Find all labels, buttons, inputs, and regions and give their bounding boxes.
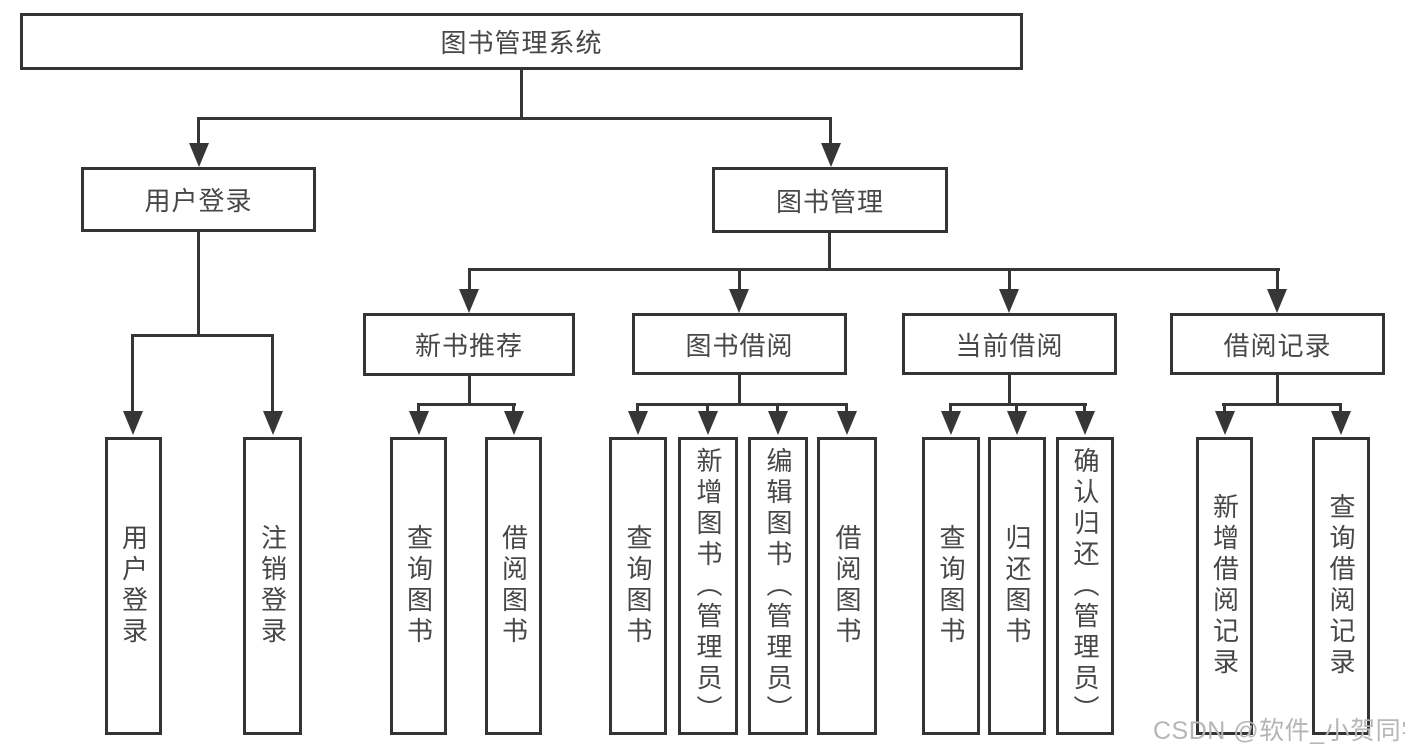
- leaf-label: 编辑图书（管理员）: [763, 446, 793, 726]
- arrow-down-icon: [263, 411, 283, 435]
- arrow-down-icon: [729, 289, 749, 313]
- connector-line: [1276, 375, 1279, 405]
- leaf-label: 注销登录: [257, 524, 288, 648]
- connector-line: [828, 233, 831, 270]
- leaf-query-borrow-record: 查询借阅记录: [1312, 437, 1370, 735]
- leaf-return-book: 归还图书: [988, 437, 1046, 735]
- arrow-down-icon: [941, 411, 961, 435]
- connector-line: [776, 405, 779, 413]
- leaf-confirm-return-admin: 确认归还（管理员）: [1056, 437, 1114, 735]
- connector-line: [131, 336, 134, 412]
- arrow-down-icon: [999, 289, 1019, 313]
- connector-line: [1008, 375, 1011, 405]
- arrow-down-icon: [821, 143, 841, 167]
- arrow-down-icon: [698, 411, 718, 435]
- arrow-down-icon: [768, 411, 788, 435]
- connector-line: [738, 375, 741, 405]
- leaf-label: 借阅图书: [498, 524, 529, 648]
- arrow-down-icon: [1267, 289, 1287, 313]
- connector-line: [468, 270, 471, 290]
- connector-line: [949, 405, 952, 413]
- node-label: 图书管理系统: [440, 28, 603, 58]
- node-label: 图书借阅: [685, 330, 794, 361]
- connector-line: [512, 405, 515, 413]
- leaf-label: 查询图书: [403, 524, 434, 648]
- arrow-down-icon: [1215, 411, 1235, 435]
- leaf-query-books-borrowing: 查询图书: [609, 437, 667, 735]
- connector-line: [197, 232, 200, 336]
- csdn-watermark: CSDN @软件_小贺同学: [1153, 717, 1405, 745]
- connector-line: [417, 405, 420, 413]
- connector-line: [1015, 405, 1018, 413]
- node-user-login: 用户登录: [81, 167, 316, 232]
- node-label: 借阅记录: [1223, 330, 1332, 361]
- connector-line: [417, 403, 516, 406]
- leaf-borrow-books: 借阅图书: [817, 437, 877, 735]
- connector-line: [197, 117, 832, 120]
- connector-line: [520, 70, 523, 119]
- connector-line: [468, 375, 471, 405]
- leaf-label: 新增图书（管理员）: [693, 446, 723, 726]
- leaf-label: 新增借阅记录: [1209, 493, 1240, 679]
- leaf-logout: 注销登录: [243, 437, 302, 735]
- connector-line: [636, 405, 639, 413]
- connector-line: [271, 336, 274, 412]
- arrow-down-icon: [409, 411, 429, 435]
- arrow-down-icon: [123, 411, 143, 435]
- leaf-borrow-books-recommend: 借阅图书: [485, 437, 542, 735]
- connector-line: [706, 405, 709, 413]
- connector-line: [1222, 403, 1342, 406]
- arrow-down-icon: [837, 411, 857, 435]
- arrow-down-icon: [1075, 411, 1095, 435]
- arrow-down-icon: [1331, 411, 1351, 435]
- connector-line: [1339, 405, 1342, 413]
- connector-line: [197, 119, 200, 144]
- node-borrowing-records: 借阅记录: [1170, 313, 1385, 375]
- connector-line: [1223, 405, 1226, 413]
- arrow-down-icon: [189, 143, 209, 167]
- leaf-query-books-current: 查询图书: [922, 437, 980, 735]
- connector-line: [845, 405, 848, 413]
- leaf-add-book-admin: 新增图书（管理员）: [678, 437, 738, 735]
- arrow-down-icon: [628, 411, 648, 435]
- connector-line: [468, 268, 1280, 271]
- arrow-down-icon: [1007, 411, 1027, 435]
- leaf-user-login: 用户登录: [105, 437, 162, 735]
- connector-line: [738, 270, 741, 290]
- node-book-management: 图书管理: [712, 167, 948, 233]
- connector-line: [949, 403, 1087, 406]
- node-label: 图书管理: [775, 186, 884, 217]
- leaf-label: 查询图书: [623, 524, 653, 648]
- leaf-label: 确认归还（管理员）: [1070, 446, 1100, 726]
- node-root-library-system: 图书管理系统: [20, 13, 1023, 70]
- leaf-edit-book-admin: 编辑图书（管理员）: [748, 437, 808, 735]
- leaf-query-books-recommend: 查询图书: [390, 437, 447, 735]
- leaf-add-borrow-record: 新增借阅记录: [1196, 437, 1253, 735]
- leaf-label: 查询借阅记录: [1326, 493, 1356, 679]
- arrow-down-icon: [459, 289, 479, 313]
- node-current-borrowing: 当前借阅: [902, 313, 1117, 375]
- node-new-book-recommend: 新书推荐: [363, 313, 575, 376]
- leaf-label: 借阅图书: [832, 524, 862, 648]
- leaf-label: 查询图书: [936, 524, 966, 648]
- node-book-borrowing: 图书借阅: [632, 313, 847, 375]
- connector-line: [636, 403, 848, 406]
- node-label: 用户登录: [144, 186, 253, 216]
- connector-line: [131, 334, 274, 337]
- connector-line: [829, 119, 832, 144]
- connector-line: [1276, 270, 1279, 290]
- connector-line: [1083, 405, 1086, 413]
- leaf-label: 归还图书: [1002, 524, 1032, 648]
- node-label: 新书推荐: [414, 331, 523, 361]
- connector-line: [1008, 270, 1011, 290]
- node-label: 当前借阅: [955, 330, 1064, 361]
- arrow-down-icon: [504, 411, 524, 435]
- leaf-label: 用户登录: [118, 524, 149, 648]
